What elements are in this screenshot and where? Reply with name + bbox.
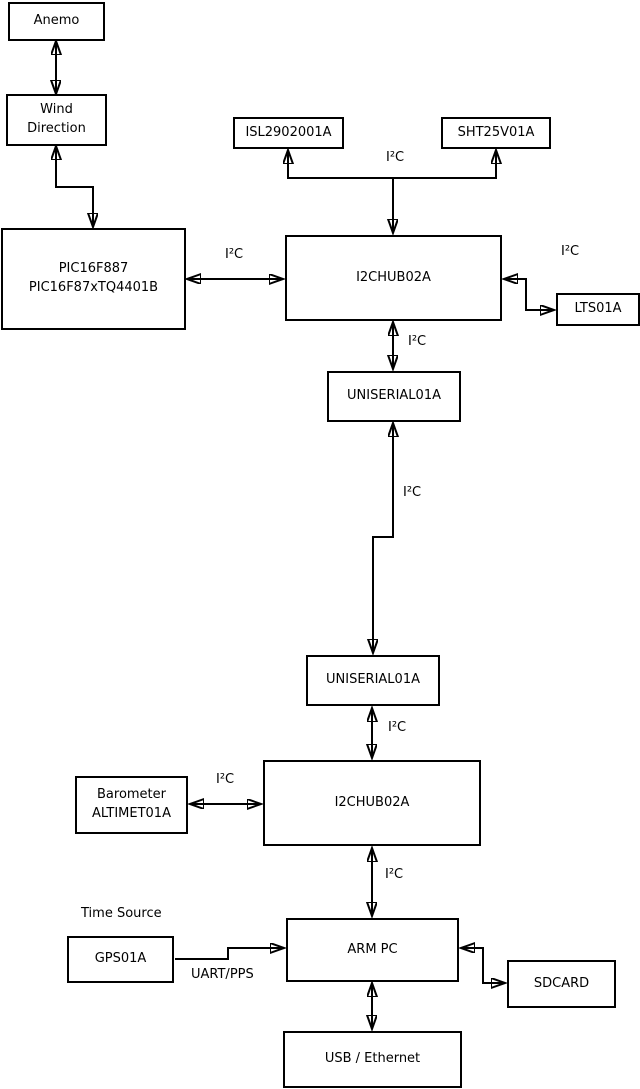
i2c-label-uniserial2-hub2: I²C (388, 720, 407, 735)
sht-humidity-sensor-box: SHT25V01A (441, 117, 551, 149)
pic-microcontroller-box: PIC16F887 PIC16F87xTQ4401B (1, 228, 186, 330)
uniserial-lower-box-label: UNISERIAL01A (326, 672, 420, 688)
i2c-hub-bottom-box: I2CHUB02A (263, 760, 481, 846)
isl-light-sensor-box-label: ISL2902001A (245, 124, 332, 140)
i2c-hub-bottom-box-label: I2CHUB02A (334, 794, 410, 810)
arm-pc-box-label: ARM PC (347, 941, 398, 957)
anemo-box-label: Anemo (33, 13, 80, 29)
barometer-box: Barometer ALTIMET01A (75, 776, 188, 834)
pic-microcontroller-box-label: PIC16F887 PIC16F87xTQ4401B (28, 261, 159, 295)
i2c-label-hub1-sensors: I²C (386, 150, 405, 165)
edge-uniserial1-uniserial2 (373, 423, 393, 653)
uniserial-upper-box-label: UNISERIAL01A (347, 388, 441, 404)
i2c-hub-top-box: I2CHUB02A (285, 235, 502, 321)
edge-hub1-lts (504, 279, 554, 310)
lts-sensor-box-label: LTS01A (574, 301, 622, 317)
i2c-label-hub1-lts: I²C (561, 244, 580, 259)
edge-gps-armpc (175, 948, 284, 960)
sht-humidity-sensor-box-label: SHT25V01A (457, 124, 535, 140)
sdcard-box-label: SDCARD (533, 975, 590, 991)
usb-ethernet-box: USB / Ethernet (283, 1031, 462, 1088)
edge-wind-pic (56, 146, 93, 227)
i2c-label-barometer-hub2: I²C (216, 772, 235, 787)
gps-box: GPS01A (67, 936, 174, 983)
i2c-label-hub2-armpc: I²C (385, 867, 404, 882)
uniserial-lower-box: UNISERIAL01A (306, 655, 440, 706)
isl-light-sensor-box: ISL2902001A (233, 117, 344, 149)
wind-direction-box: Wind Direction (6, 94, 107, 146)
usb-ethernet-box-label: USB / Ethernet (324, 1051, 421, 1067)
anemo-box: Anemo (8, 2, 105, 41)
sdcard-box: SDCARD (507, 960, 616, 1008)
edge-armpc-sdcard (461, 948, 505, 983)
i2c-label-hub1-uniserial1: I²C (408, 334, 427, 349)
wind-direction-box-label: Wind Direction (27, 102, 86, 136)
uniserial-upper-box: UNISERIAL01A (327, 371, 461, 422)
uart-pps-label: UART/PPS (191, 967, 254, 982)
lts-sensor-box: LTS01A (556, 293, 640, 326)
barometer-box-label: Barometer ALTIMET01A (92, 787, 171, 821)
arm-pc-box: ARM PC (286, 918, 459, 982)
time-source-label: Time Source (81, 906, 162, 921)
i2c-label-uniserial-link: I²C (403, 485, 422, 500)
i2c-hub-top-box-label: I2CHUB02A (356, 269, 431, 285)
gps-box-label: GPS01A (94, 951, 147, 967)
i2c-label-pic-hub1: I²C (225, 247, 244, 262)
